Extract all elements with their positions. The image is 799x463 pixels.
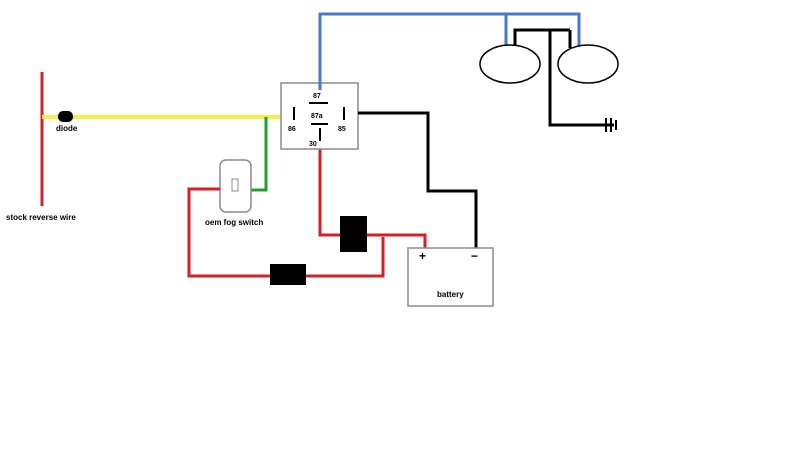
black-wire-relay-to-battery [358, 111, 478, 250]
fog-light-right [557, 44, 619, 84]
battery-minus: − [471, 249, 478, 263]
diode [58, 111, 73, 122]
blue-wire [318, 12, 581, 90]
switch-toggle [231, 178, 239, 192]
battery [407, 247, 494, 307]
green-wire [251, 117, 268, 192]
red-wire-switch-to-battery [187, 187, 385, 278]
fuse-relay-line [340, 216, 367, 252]
red-wire-relay-30 [318, 146, 427, 250]
battery-plus: + [419, 249, 426, 263]
battery-label: battery [437, 290, 464, 299]
relay-pin-85: 85 [338, 126, 346, 133]
relay-pin-30: 30 [309, 141, 317, 148]
stock-reverse-wire-label: stock reverse wire [6, 213, 76, 222]
relay-pin-86: 86 [288, 126, 296, 133]
fuse-switch-line [270, 264, 306, 285]
fog-light-left [479, 44, 541, 84]
relay-pin-87a: 87a [311, 113, 323, 120]
oem-fog-switch-label: oem fog switch [205, 218, 263, 227]
relay-pin-87: 87 [313, 93, 321, 100]
diode-label: diode [56, 124, 78, 133]
